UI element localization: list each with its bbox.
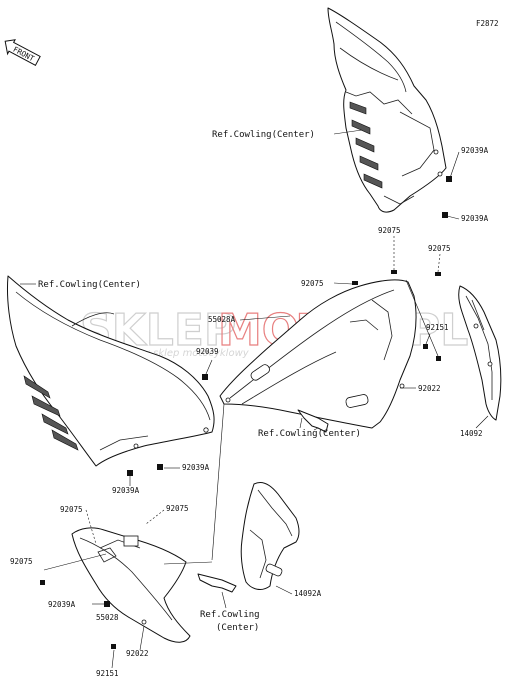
label-92151-1: 92151 xyxy=(426,323,449,332)
clip-92039a-2-icon xyxy=(442,212,448,218)
outer-cowling-left xyxy=(7,275,215,467)
front-arrow-icon: FRONT xyxy=(4,39,41,66)
trim-14092a xyxy=(240,481,300,590)
clip-92039-icon xyxy=(202,374,208,380)
lower-cowling-55028 xyxy=(71,527,191,643)
label-92039a-3: 92039A xyxy=(182,463,210,472)
clip-92039a-3-icon xyxy=(157,464,163,470)
label-92075-1: 92075 xyxy=(378,226,401,235)
clip-92039a-4-icon xyxy=(127,470,133,476)
inner-cowling-upper xyxy=(327,7,447,213)
bracket-piece xyxy=(297,409,329,433)
label-14092a: 14092A xyxy=(294,589,322,598)
clip-92039a-5-icon xyxy=(104,601,110,607)
label-92075-2: 92075 xyxy=(428,244,451,253)
label-92151-2: 92151 xyxy=(96,669,119,678)
label-92022-2: 92022 xyxy=(126,649,149,658)
label-ref-cowling-4-line1: Ref.Cowling xyxy=(200,610,260,620)
label-ref-cowling-center-3: Ref.Cowling(Center) xyxy=(38,280,141,290)
label-92022-1: 92022 xyxy=(418,384,441,393)
trim-strip-14092 xyxy=(458,285,502,421)
bracket-lower xyxy=(197,573,237,593)
label-92039a-5: 92039A xyxy=(48,600,76,609)
label-92039: 92039 xyxy=(196,347,219,356)
label-55028a: 55028A xyxy=(208,315,236,324)
watermark-tagline: internetowy sklep motocyklowy xyxy=(90,348,250,359)
label-92075-5: 92075 xyxy=(166,504,189,513)
label-92039a-2: 92039A xyxy=(461,214,489,223)
label-ref-cowling-center-2: Ref.Cowling(Center) xyxy=(258,429,361,439)
label-14092: 14092 xyxy=(460,429,483,438)
label-92075-4: 92075 xyxy=(60,505,83,514)
label-ref-cowling-center-1: Ref.Cowling(Center) xyxy=(212,130,315,140)
label-92075-6: 92075 xyxy=(10,557,33,566)
label-92075-3: 92075 xyxy=(301,279,324,288)
inner-panel-right xyxy=(219,279,417,429)
label-92039a-4: 92039A xyxy=(112,486,140,495)
figure-code: F2872 xyxy=(476,19,499,28)
label-55028: 55028 xyxy=(96,613,119,622)
label-92039a-1: 92039A xyxy=(461,146,489,155)
label-ref-cowling-4-line2: (Center) xyxy=(216,623,259,633)
clip-92039a-1-icon xyxy=(446,176,452,182)
